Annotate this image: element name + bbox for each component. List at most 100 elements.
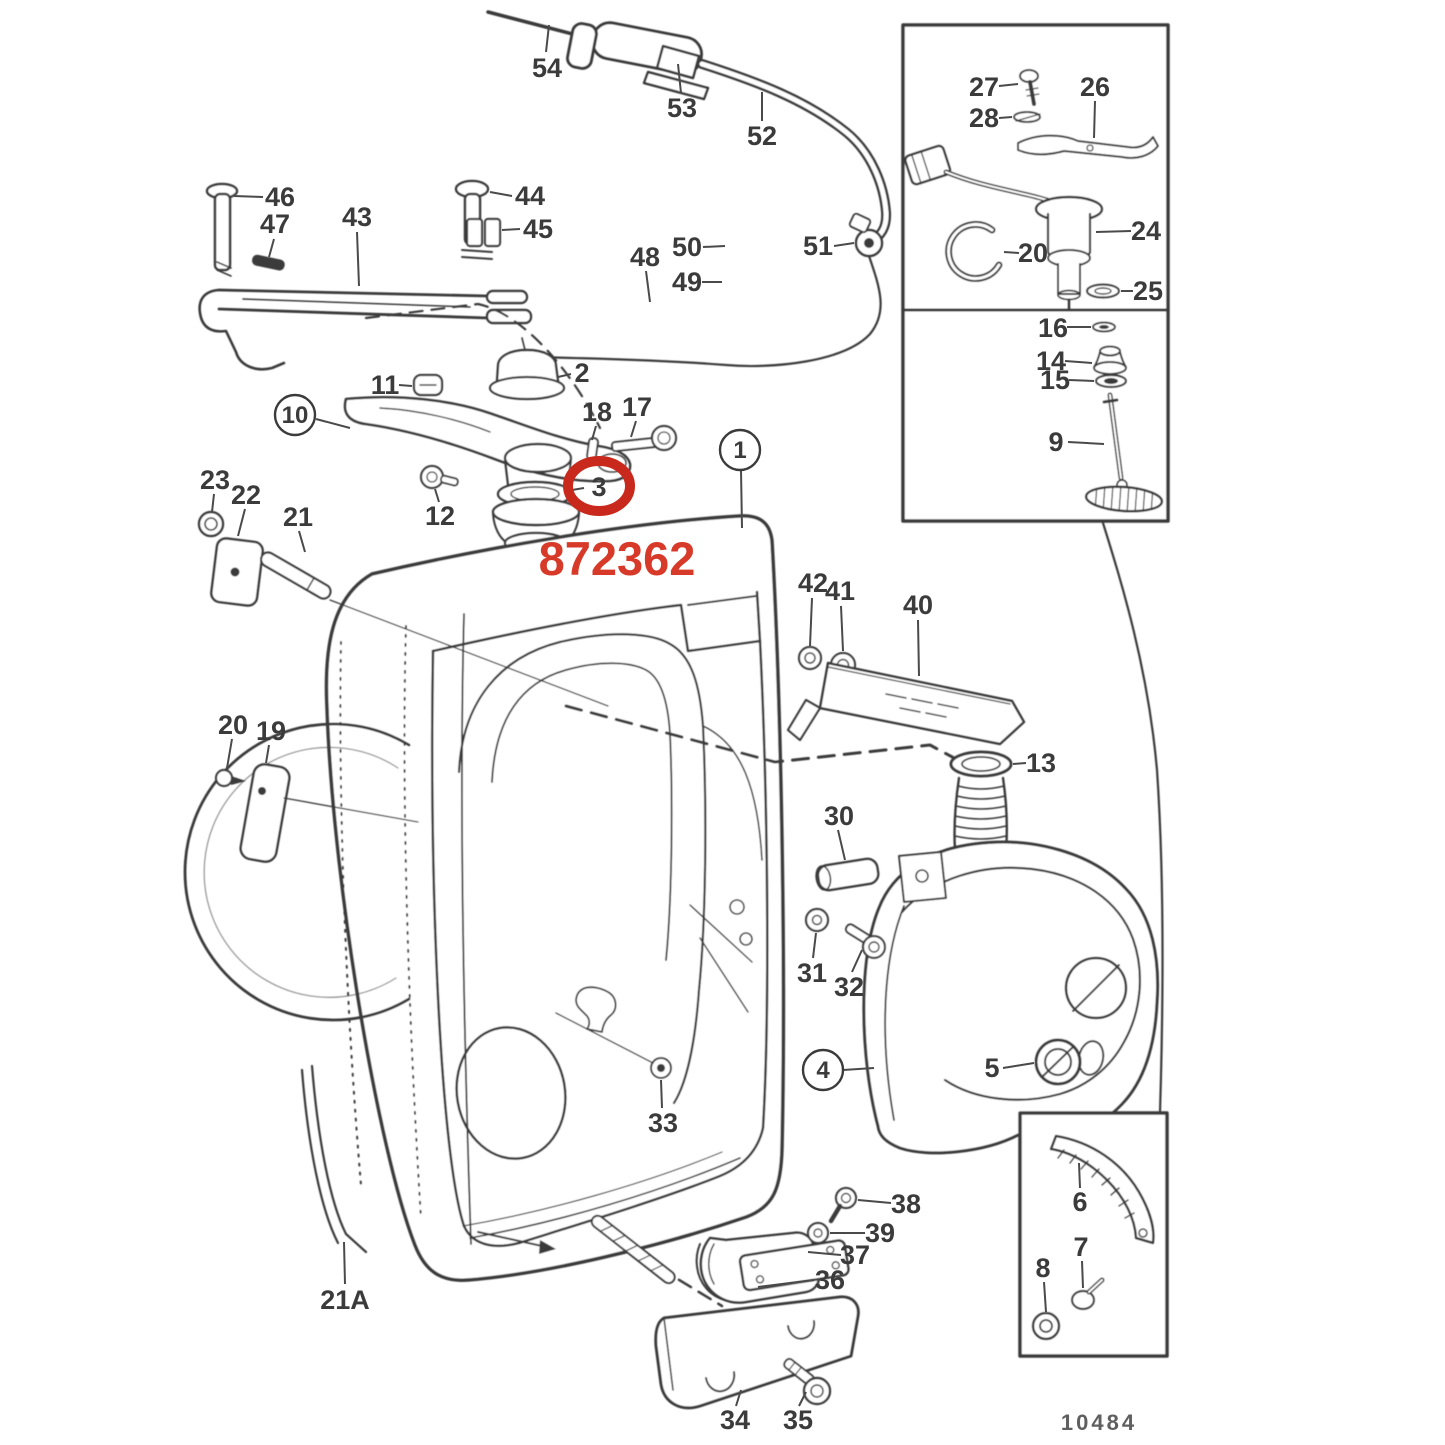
washer-31 <box>804 907 830 933</box>
callout-label-13-28: 13 <box>1026 748 1056 778</box>
bar-43 <box>217 288 490 298</box>
keel-pin <box>590 1214 676 1285</box>
support-bar-assembly <box>198 179 602 430</box>
pin-30 <box>816 857 880 892</box>
callout-leader-47 <box>268 238 275 258</box>
steering-cable-run <box>526 254 882 368</box>
washer-25 <box>1085 283 1121 299</box>
callout-label-37-37: 37 <box>840 1240 870 1270</box>
callout-leader-11 <box>398 384 413 387</box>
inset-box-top <box>901 23 1170 523</box>
callout-leader-42 <box>809 597 813 647</box>
callout-label-38-35: 38 <box>891 1189 921 1219</box>
lever-26 <box>1017 134 1159 159</box>
spacer-45 <box>465 217 484 248</box>
paddle-wheel <box>1084 485 1164 513</box>
callout-leader-23 <box>211 493 215 513</box>
arm-boss <box>503 442 573 474</box>
callout-label-39-36: 39 <box>865 1218 895 1248</box>
callout-leader-18 <box>591 425 597 441</box>
callout-label-40-27: 40 <box>903 590 933 620</box>
callout-leader-2 <box>557 373 572 378</box>
callout-leader-8 <box>1043 1281 1047 1313</box>
housing-outline-1 <box>324 514 786 1282</box>
callout-label-49-9: 49 <box>672 267 702 297</box>
callout-leader-5 <box>1002 1062 1035 1069</box>
callout-leader-6 <box>1078 1162 1081 1189</box>
callout-label-21A-41: 21A <box>320 1285 370 1315</box>
callout-label-6-52: 6 <box>1072 1187 1087 1217</box>
callout-leader-13 <box>1012 762 1027 765</box>
callout-leader-9 <box>1067 441 1105 445</box>
callout-leader-37 <box>807 1251 842 1256</box>
highlight-ring <box>563 456 635 516</box>
callout-leader-41 <box>840 605 844 652</box>
callout-leader-26 <box>1093 100 1096 139</box>
callout-leader-34 <box>735 1389 742 1407</box>
callout-label-10-14: 10 <box>282 402 309 429</box>
screw-27 <box>1019 69 1039 83</box>
callout-label-28-43: 28 <box>969 103 999 133</box>
callout-label-25-47: 25 <box>1133 276 1163 306</box>
callout-label-11-13: 11 <box>371 370 400 400</box>
callout-label-3-18: 3 <box>591 472 606 502</box>
anode-40-group <box>786 645 1026 746</box>
callout-leader-3 <box>571 487 585 491</box>
callout-leader-45 <box>501 228 521 231</box>
callout-leader-38 <box>857 1199 892 1204</box>
callout-label-21-22: 21 <box>283 502 313 532</box>
callout-label-31-30: 31 <box>797 958 827 988</box>
housing-hole <box>455 1026 567 1160</box>
callout-label-12-17: 12 <box>425 501 455 531</box>
callout-label-18-15: 18 <box>582 397 612 427</box>
callout-leader-4 <box>842 1067 875 1071</box>
pin-21 <box>259 551 332 600</box>
callout-label-52-2: 52 <box>747 121 777 151</box>
callout-label-5-33: 5 <box>984 1053 999 1083</box>
callout-leader-43 <box>356 231 360 287</box>
highlight-layer: 872362 <box>539 456 695 585</box>
callout-circle-10 <box>273 393 317 437</box>
steering-arm-assembly <box>343 337 678 593</box>
callout-label-34-39: 34 <box>720 1405 750 1435</box>
callout-label-2-12: 2 <box>574 358 589 388</box>
callout-label-9-51: 9 <box>1048 427 1063 457</box>
callout-label-4-32: 4 <box>816 1057 830 1084</box>
callout-leader-30 <box>837 829 846 861</box>
bushing-14 <box>1099 345 1121 357</box>
nut-23 <box>197 510 225 538</box>
callout-leader-20 <box>226 738 233 769</box>
callout-label-42-25: 42 <box>798 568 828 598</box>
bell-housing-arc <box>183 722 411 1022</box>
callout-leader-51 <box>833 242 855 247</box>
callout-leader-54 <box>545 24 550 53</box>
callout-label-26-44: 26 <box>1080 72 1110 102</box>
screw-20 <box>214 768 234 788</box>
callout-leader-44 <box>489 191 513 197</box>
callout-label-16-48: 16 <box>1038 313 1068 343</box>
callout-leader-46 <box>233 195 264 198</box>
callout-leader-48 <box>645 270 651 303</box>
callout-label-45-7: 45 <box>523 214 553 244</box>
callout-label-27-42: 27 <box>969 72 999 102</box>
callout-leader-50 <box>702 245 726 248</box>
cable-clamp-53 <box>655 44 701 80</box>
bolt-12 <box>419 464 445 490</box>
callout-leader-22 <box>237 508 246 537</box>
washer-42 <box>797 645 823 671</box>
callout-leader-17 <box>630 420 637 438</box>
callout-label-23-20: 23 <box>200 465 230 495</box>
plate-19 <box>239 763 291 863</box>
callout-label-7-53: 7 <box>1073 1232 1088 1262</box>
callout-label-17-16: 17 <box>622 392 652 422</box>
callout-label-46-3: 46 <box>265 182 295 212</box>
callout-leader-31 <box>812 932 817 959</box>
callout-leader-20 <box>1003 251 1020 254</box>
callout-leader-21 <box>298 530 306 553</box>
cover-outline-4 <box>862 840 1160 1155</box>
callout-label-33-34: 33 <box>648 1108 678 1138</box>
callout-label-22-21: 22 <box>231 480 261 510</box>
